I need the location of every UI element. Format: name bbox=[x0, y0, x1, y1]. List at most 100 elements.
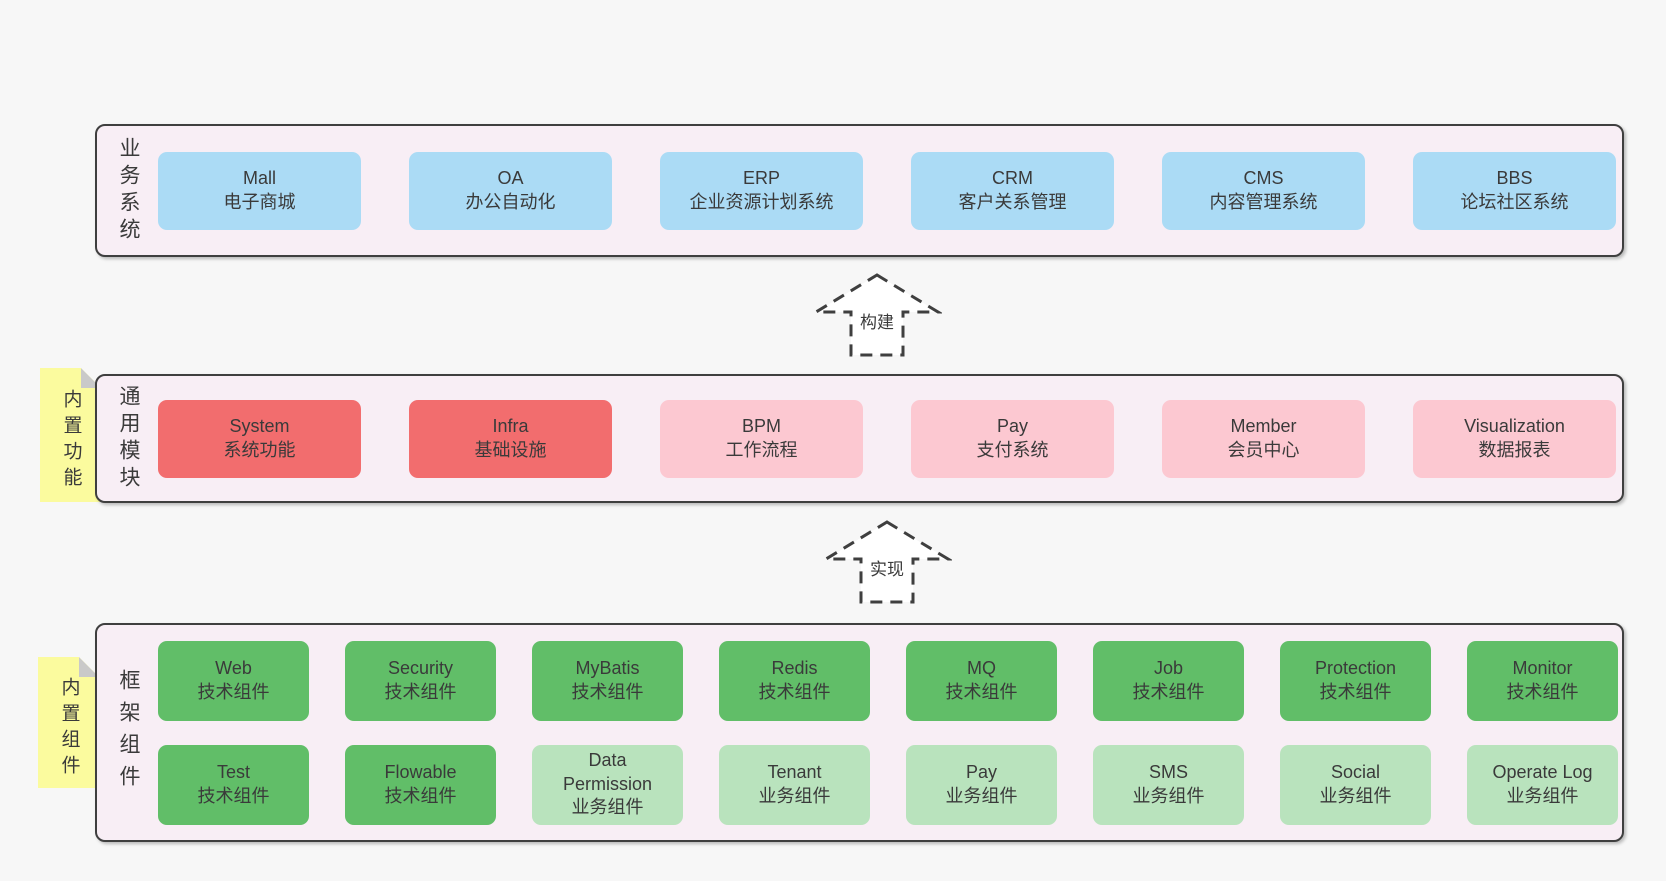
box-title: Security bbox=[387, 657, 454, 678]
box-subtitle: 办公自动化 bbox=[465, 191, 556, 212]
box-title: BPM bbox=[741, 415, 781, 436]
box-job: Job 技术组件 bbox=[1093, 640, 1244, 721]
box-member: Member 会员中心 bbox=[1162, 399, 1365, 478]
box-subtitle: 系统功能 bbox=[223, 439, 296, 460]
box-subtitle: 客户关系管理 bbox=[958, 191, 1067, 212]
box-protection: Protection 技术组件 bbox=[1280, 640, 1431, 721]
build-arrow: 构建 bbox=[812, 272, 942, 358]
box-title: MQ bbox=[967, 657, 996, 678]
box-subtitle: 业务组件 bbox=[571, 797, 644, 818]
build-arrow-label: 构建 bbox=[856, 308, 898, 333]
box-bbs: BBS 论坛社区系统 bbox=[1413, 151, 1616, 230]
box-title: Web bbox=[215, 657, 252, 678]
box-subtitle: 技术组件 bbox=[1319, 681, 1392, 702]
box-subtitle: 业务组件 bbox=[1319, 785, 1392, 806]
box-title: System bbox=[229, 415, 290, 436]
box-title: CMS bbox=[1243, 167, 1284, 188]
box-title: Test bbox=[216, 761, 250, 782]
box-bpm: BPM 工作流程 bbox=[660, 399, 863, 478]
box-subtitle: 技术组件 bbox=[758, 681, 831, 702]
implement-arrow: 实现 bbox=[822, 519, 952, 605]
box-subtitle: 支付系统 bbox=[976, 439, 1049, 460]
box-subtitle: 技术组件 bbox=[1506, 681, 1579, 702]
box-subtitle: 内容管理系统 bbox=[1209, 191, 1318, 212]
box-title: ERP bbox=[742, 167, 780, 188]
box-title: Tenant bbox=[767, 761, 822, 782]
box-subtitle: 技术组件 bbox=[197, 785, 270, 806]
box-subtitle: 业务组件 bbox=[1132, 785, 1205, 806]
sticky-note-built-in-features: 内置功能 bbox=[40, 368, 101, 502]
box-redis: Redis 技术组件 bbox=[719, 640, 870, 721]
box-sms: SMS 业务组件 bbox=[1093, 744, 1244, 825]
box-system: System 系统功能 bbox=[158, 399, 361, 478]
box-title: Redis bbox=[771, 657, 818, 678]
box-title: Pay bbox=[965, 761, 998, 782]
box-title: Visualization bbox=[1464, 415, 1565, 436]
box-cms: CMS 内容管理系统 bbox=[1162, 151, 1365, 230]
sticky-note-built-in-components-label: 内置组件 bbox=[58, 676, 80, 781]
box-subtitle: 技术组件 bbox=[571, 681, 644, 702]
box-subtitle: 业务组件 bbox=[758, 785, 831, 806]
tier-framework-components-label: 框架组件 bbox=[117, 668, 140, 797]
box-pay: Pay 业务组件 bbox=[906, 744, 1057, 825]
tier-common-modules: 通用模块 System 系统功能 Infra 基础设施 BPM 工作流程 Pay 支付系统 Me… bbox=[95, 374, 1624, 503]
box-title: Pay bbox=[996, 415, 1029, 436]
tier-common-modules-label: 通用模块 bbox=[117, 384, 140, 493]
box-title: Data Permission bbox=[562, 749, 653, 794]
box-title: CRM bbox=[992, 167, 1033, 188]
box-title: SMS bbox=[1148, 761, 1188, 782]
box-subtitle: 技术组件 bbox=[1132, 681, 1205, 702]
tier-business-systems-label: 业务系统 bbox=[117, 136, 140, 245]
box-subtitle: 基础设施 bbox=[474, 439, 547, 460]
box-social: Social 业务组件 bbox=[1280, 744, 1431, 825]
box-crm: CRM 客户关系管理 bbox=[911, 151, 1114, 230]
box-subtitle: 业务组件 bbox=[1506, 785, 1579, 806]
tier-business-systems: 业务系统 Mall 电子商城 OA 办公自动化 ERP 企业资源计划系统 CRM 客户关系管理… bbox=[95, 124, 1624, 257]
box-title: OA bbox=[497, 167, 524, 188]
business-systems-box-row: Mall 电子商城 OA 办公自动化 ERP 企业资源计划系统 CRM 客户关系管理 CMS 内容… bbox=[158, 151, 1616, 230]
box-subtitle: 技术组件 bbox=[197, 681, 270, 702]
box-title: MyBatis bbox=[575, 657, 640, 678]
box-title: Mall bbox=[242, 167, 276, 188]
box-subtitle: 论坛社区系统 bbox=[1460, 191, 1569, 212]
box-visualization: Visualization 数据报表 bbox=[1413, 399, 1616, 478]
sticky-note-built-in-features-label: 内置功能 bbox=[60, 389, 82, 493]
box-subtitle: 会员中心 bbox=[1227, 439, 1300, 460]
box-data-permission: Data Permission 业务组件 bbox=[532, 744, 683, 825]
box-tenant: Tenant 业务组件 bbox=[719, 744, 870, 825]
box-title: Protection bbox=[1314, 657, 1397, 678]
box-title: Social bbox=[1330, 761, 1381, 782]
box-title: Job bbox=[1153, 657, 1184, 678]
box-title: Operate Log bbox=[1492, 761, 1593, 782]
box-operate-log: Operate Log 业务组件 bbox=[1467, 744, 1618, 825]
sticky-note-built-in-components: 内置组件 bbox=[38, 657, 99, 788]
common-modules-box-row: System 系统功能 Infra 基础设施 BPM 工作流程 Pay 支付系统 Member 会… bbox=[158, 399, 1616, 478]
box-erp: ERP 企业资源计划系统 bbox=[660, 151, 863, 230]
box-web: Web 技术组件 bbox=[158, 640, 309, 721]
box-subtitle: 企业资源计划系统 bbox=[689, 191, 834, 212]
box-subtitle: 电子商城 bbox=[223, 191, 296, 212]
implement-arrow-label: 实现 bbox=[866, 555, 908, 580]
box-mall: Mall 电子商城 bbox=[158, 151, 361, 230]
box-subtitle: 工作流程 bbox=[725, 439, 798, 460]
box-subtitle: 技术组件 bbox=[945, 681, 1018, 702]
box-mq: MQ 技术组件 bbox=[906, 640, 1057, 721]
box-monitor: Monitor 技术组件 bbox=[1467, 640, 1618, 721]
box-infra: Infra 基础设施 bbox=[409, 399, 612, 478]
box-oa: OA 办公自动化 bbox=[409, 151, 612, 230]
box-mybatis: MyBatis 技术组件 bbox=[532, 640, 683, 721]
box-test: Test 技术组件 bbox=[158, 744, 309, 825]
box-title: Member bbox=[1230, 415, 1297, 436]
box-subtitle: 技术组件 bbox=[384, 785, 457, 806]
box-title: Infra bbox=[492, 415, 529, 436]
box-subtitle: 数据报表 bbox=[1478, 439, 1551, 460]
box-flowable: Flowable 技术组件 bbox=[345, 744, 496, 825]
box-title: Monitor bbox=[1512, 657, 1573, 678]
box-title: Flowable bbox=[384, 761, 457, 782]
box-subtitle: 业务组件 bbox=[945, 785, 1018, 806]
box-title: BBS bbox=[1496, 167, 1533, 188]
